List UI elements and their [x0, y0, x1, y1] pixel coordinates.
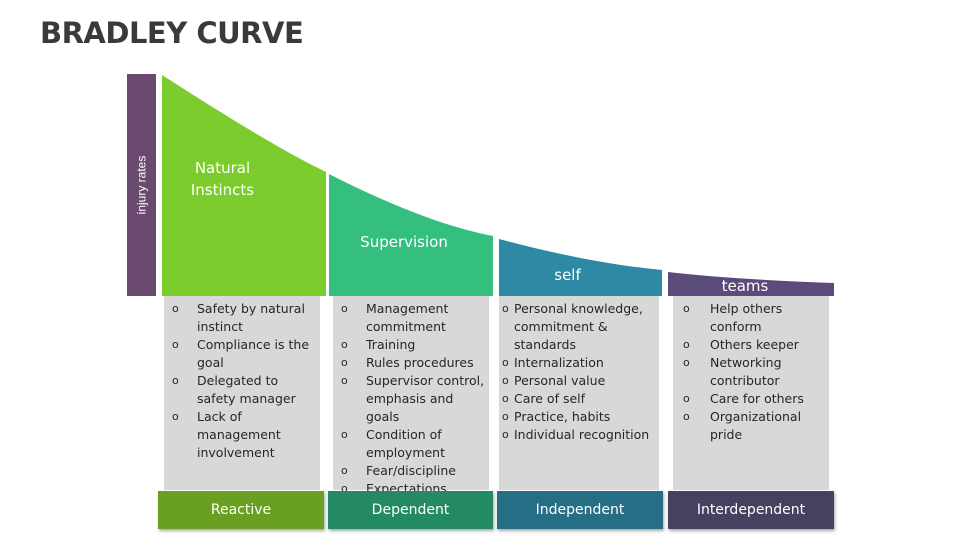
stage-title-teams: teams — [721, 277, 769, 295]
footer-dependent: Dependent — [328, 491, 493, 529]
reactive-curve-segment — [162, 75, 326, 296]
bullet-icon: o — [172, 374, 179, 387]
bullet-icon: o — [502, 356, 509, 369]
bullet-icon: o — [341, 482, 348, 495]
bullet-icon: o — [341, 464, 348, 477]
bullet-icon: o — [341, 302, 348, 315]
bullet-icon: o — [683, 338, 690, 351]
bullet-icon: o — [341, 374, 348, 387]
bullet-icon: o — [502, 410, 509, 423]
stage-title-self: self — [554, 266, 581, 284]
interdependent-curve-segment — [668, 272, 834, 296]
bullet-icon: o — [502, 392, 509, 405]
dependent-curve-segment — [329, 174, 493, 296]
bullet-icon: o — [172, 302, 179, 315]
bullet-icon: o — [683, 410, 690, 423]
page-title: BRADLEY CURVE — [40, 16, 304, 50]
stage-title-supervision: Supervision — [360, 233, 448, 251]
footer-interdependent: Interdependent — [668, 491, 834, 529]
footer-independent: Independent — [497, 491, 663, 529]
bullet-icon: o — [683, 302, 690, 315]
footer-reactive: Reactive — [158, 491, 324, 529]
bullet-icon: o — [341, 356, 348, 369]
bullet-icon: o — [502, 302, 509, 315]
stage-title-natural-instincts: Natural Instincts — [190, 159, 255, 199]
bullet-icon: o — [502, 428, 509, 441]
bullet-icon: o — [683, 356, 690, 369]
bullet-icon: o — [172, 410, 179, 423]
bullet-icon: o — [172, 338, 179, 351]
bullet-icon: o — [502, 374, 509, 387]
bullet-icon: o — [341, 338, 348, 351]
bullet-icon: o — [683, 392, 690, 405]
bullet-icon: o — [341, 428, 348, 441]
independent-curve-segment — [499, 239, 662, 296]
injury-rates-axis-bar — [127, 74, 156, 296]
